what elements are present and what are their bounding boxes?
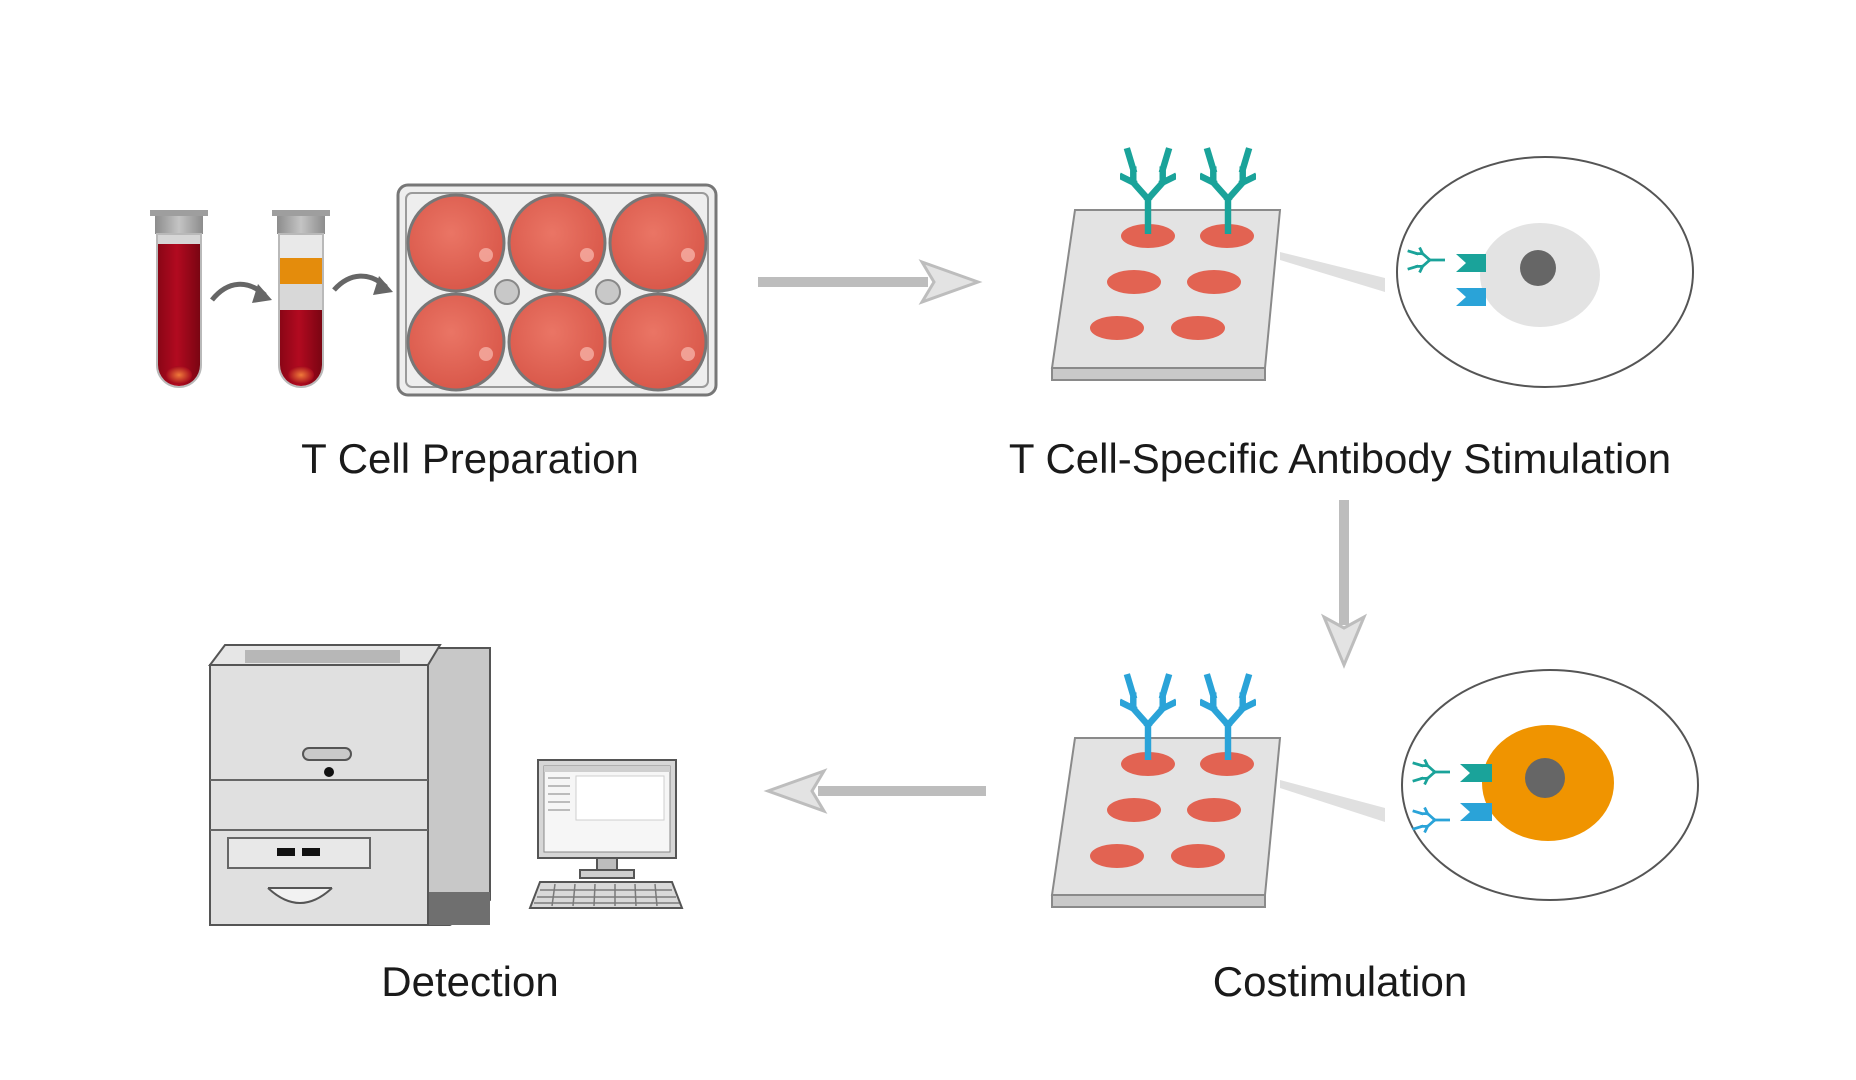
activated-t-cell-zoom-icon <box>1401 669 1699 901</box>
resting-t-cell-zoom-icon <box>1396 156 1694 388</box>
stimulation-illustration <box>1050 151 1694 388</box>
computer-monitor-icon <box>537 759 677 879</box>
step-label-costimulation: Costimulation <box>1212 958 1468 1005</box>
six-well-plate-icon <box>396 183 718 397</box>
flow-cytometer-icon <box>208 644 491 926</box>
arrow-left-icon <box>763 768 986 814</box>
separated-blood-tube-icon <box>272 210 330 388</box>
arrow-right-icon <box>758 259 983 305</box>
arrow-down-icon <box>1320 500 1368 669</box>
preparation-illustration <box>150 183 718 397</box>
step-label-detection: Detection <box>381 958 559 1005</box>
step-label-stimulation: T Cell-Specific Antibody Stimulation <box>1008 435 1672 482</box>
blood-tube-icon <box>150 210 208 388</box>
costimulation-illustration <box>1050 669 1699 908</box>
antibody-coated-plate-icon <box>1050 677 1282 908</box>
antibody-coated-plate-icon <box>1050 151 1282 381</box>
detection-illustration <box>208 644 684 926</box>
step-label-preparation: T Cell Preparation <box>301 435 639 482</box>
keyboard-icon <box>528 881 684 909</box>
